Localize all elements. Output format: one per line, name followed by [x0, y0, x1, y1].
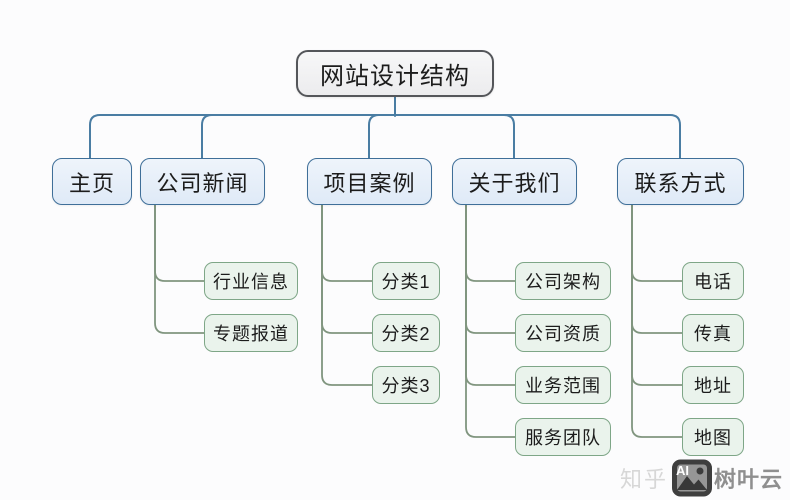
node-contact-info: 联系方式 — [617, 158, 744, 205]
node-map: 地图 — [682, 418, 744, 456]
node-company-structure: 公司架构 — [515, 262, 611, 300]
watermark-site-name: 知乎 — [620, 467, 669, 492]
node-company-news: 公司新闻 — [140, 158, 265, 205]
node-service-team: 服务团队 — [515, 418, 611, 456]
node-about-us: 关于我们 — [452, 158, 577, 205]
zhihu-watermark: 知乎 AI 树叶云 — [620, 458, 783, 498]
branch-to-children-connectors — [154, 204, 683, 438]
node-address: 地址 — [682, 366, 744, 404]
watermark-author-handle: 树叶云 — [714, 467, 784, 492]
node-category-3: 分类3 — [372, 366, 440, 404]
node-root-website-structure: 网站设计结构 — [296, 50, 494, 97]
node-phone: 电话 — [682, 262, 744, 300]
ai-badge-label: AI — [676, 463, 689, 478]
node-category-1: 分类1 — [372, 262, 440, 300]
node-fax: 传真 — [682, 314, 744, 352]
node-business-scope: 业务范围 — [515, 366, 611, 404]
node-industry-info: 行业信息 — [204, 262, 298, 300]
root-to-level2-connectors — [89, 96, 681, 159]
node-project-cases: 项目案例 — [307, 158, 432, 205]
ai-image-badge-icon: AI — [672, 459, 713, 497]
node-home: 主页 — [52, 158, 132, 205]
node-special-reports: 专题报道 — [204, 314, 298, 352]
node-category-2: 分类2 — [372, 314, 440, 352]
node-company-qualifications: 公司资质 — [515, 314, 611, 352]
